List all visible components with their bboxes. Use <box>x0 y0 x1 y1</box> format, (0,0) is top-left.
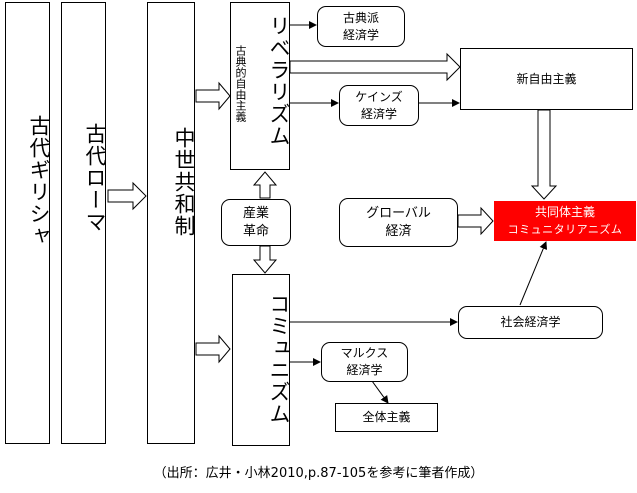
label-marxian-1: マルクス <box>340 346 389 360</box>
box-medieval-republic: 中世共和制 <box>147 2 196 444</box>
box-social-economics: 社会経済学 <box>458 306 603 339</box>
block-arrow-global-to-communitarianism <box>457 206 494 236</box>
block-arrow-industrial-to-liberalism <box>252 171 278 199</box>
box-ancient-greece: 古代ギリシャ <box>5 2 51 444</box>
line-marxian-to-totalitarianism <box>371 380 389 404</box>
box-communism: コミュニズム <box>232 274 291 446</box>
box-neoliberalism: 新自由主義 <box>460 48 633 110</box>
label-global-1: グローバル <box>366 205 431 221</box>
box-industrial-revolution: 産業 革命 <box>221 199 291 246</box>
label-ancient-greece: 古代ギリシャ <box>27 115 51 247</box>
block-arrow-industrial-to-communism <box>252 245 278 274</box>
label-keynesian-1: ケインズ <box>355 89 403 104</box>
box-global-economy: グローバル 経済 <box>339 198 458 247</box>
box-marxian-economics: マルクス 経済学 <box>321 342 408 382</box>
label-global-2: 経済 <box>385 223 412 239</box>
label-classical-liberalism: 古典的自由主義 <box>234 45 247 122</box>
label-liberalism: リベラリズム <box>267 15 291 147</box>
block-arrow-medieval-to-communism <box>195 334 231 364</box>
label-neoliberalism: 新自由主義 <box>516 71 577 86</box>
label-communitarianism-1: 共同体主義 <box>534 205 595 219</box>
box-classical-economics: 古典派 経済学 <box>317 6 405 47</box>
label-social-economics: 社会経済学 <box>500 315 561 329</box>
label-medieval-republic: 中世共和制 <box>172 127 196 237</box>
label-classical-2: 経済学 <box>342 27 379 42</box>
box-communitarianism: 共同体主義 コミュニタリアニズム <box>494 201 636 241</box>
block-arrow-neoliberalism-to-communitarianism <box>530 109 558 200</box>
box-liberalism: リベラリズム 古典的自由主義 <box>230 2 291 170</box>
block-arrow-medieval-to-liberalism <box>195 81 231 111</box>
label-keynesian-2: 経済学 <box>360 106 397 121</box>
label-ancient-rome: 古代ローマ <box>83 123 107 233</box>
block-arrow-rome-to-medieval <box>107 181 147 211</box>
box-ancient-rome: 古代ローマ <box>61 2 107 444</box>
source-caption: （出所：広井・小林2010,p.87-105を参考に筆者作成） <box>153 466 484 481</box>
label-classical-1: 古典派 <box>342 10 379 25</box>
label-marxian-2: 経済学 <box>346 363 383 377</box>
block-arrow-liberalism-to-neoliberalism <box>289 52 461 82</box>
label-industrial-2: 革命 <box>242 223 269 239</box>
line-social-to-communitarianism <box>519 241 548 306</box>
box-totalitarianism: 全体主義 <box>335 403 438 432</box>
label-industrial-1: 産業 <box>242 205 269 221</box>
label-totalitarianism: 全体主義 <box>362 410 411 424</box>
label-communitarianism-2: コミュニタリアニズム <box>507 223 623 236</box>
box-keynesian-economics: ケインズ 経済学 <box>339 85 419 126</box>
label-communism: コミュニズム <box>267 293 291 425</box>
